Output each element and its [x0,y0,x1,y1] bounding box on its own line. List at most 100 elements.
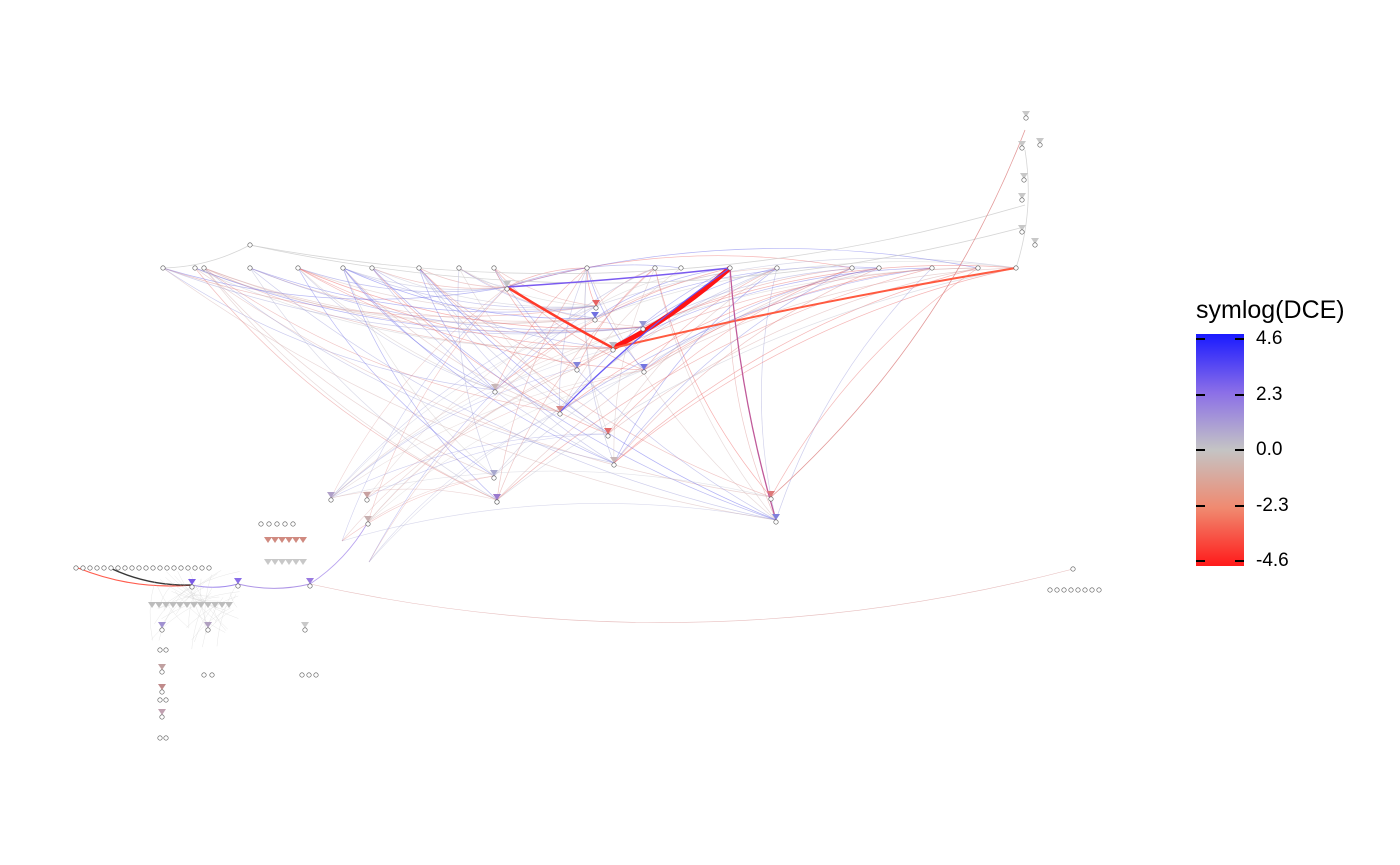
edge [342,267,508,290]
edge [367,286,508,523]
edge [458,267,644,328]
edge [506,248,979,288]
edge [594,267,778,319]
edge [654,267,772,498]
edge [371,267,615,464]
edge [297,267,496,391]
edge [203,267,615,464]
edge [643,267,933,371]
node-marker [767,491,775,497]
node [157,697,163,703]
node [171,565,177,571]
edge [342,267,498,501]
edge [191,586,213,650]
edge [175,573,218,615]
node [494,499,500,505]
node-marker [162,602,170,608]
edge [297,267,561,413]
node [1019,229,1025,235]
node-marker [639,321,647,327]
node [164,565,170,571]
node [605,433,611,439]
edge [330,305,597,499]
legend-colorbar [1196,334,1244,566]
edge [190,591,210,597]
node [876,265,882,271]
edge [418,267,777,521]
edge [607,267,778,435]
edge [371,267,614,349]
node [163,647,169,653]
edge [643,267,778,371]
edge [341,475,495,542]
node-marker [306,578,314,584]
edge [162,267,777,521]
edge [342,267,597,309]
node [365,521,371,527]
edge [728,267,777,521]
edge [1015,149,1029,269]
node-marker [158,684,166,690]
node-marker [183,602,191,608]
node [87,565,93,571]
node [1047,587,1053,593]
edge [341,286,508,542]
edge [418,267,772,498]
node [1013,265,1019,271]
edge [229,593,238,608]
edge [496,267,1017,501]
node-marker [591,312,599,318]
edge [458,267,596,319]
edge [186,595,239,628]
edge [559,267,933,413]
edge [194,267,498,501]
node-marker [573,362,581,368]
node [136,565,142,571]
node [247,242,253,248]
edge [297,267,495,477]
node [122,565,128,571]
node [1096,587,1102,593]
node [641,369,647,375]
edge [368,369,645,563]
node [209,672,215,678]
edge [330,470,772,499]
node [557,411,563,417]
edge [559,267,880,413]
legend-tick-label: 0.0 [1256,439,1283,460]
edge [770,267,979,498]
node [1019,145,1025,151]
node-marker [1018,193,1026,199]
node-marker [1020,173,1028,179]
edge [297,267,614,349]
node-marker [234,578,242,584]
edge [216,582,239,647]
edge [161,591,240,619]
edge [496,267,588,501]
node-marker [190,602,198,608]
edge [366,433,609,499]
node [129,565,135,571]
node-marker [301,622,309,628]
edge [769,129,1026,499]
edge [576,267,979,369]
edge [594,266,880,319]
edge [330,317,596,499]
node [235,583,241,589]
node [1075,587,1081,593]
edge [237,583,311,589]
edge [368,411,561,563]
legend-title: symlog(DCE) [1196,296,1345,324]
node [80,565,86,571]
node [199,565,205,571]
strong-edge [611,266,732,351]
edge [654,267,777,521]
edge [559,267,588,413]
edge [643,267,1017,371]
node [266,521,272,527]
node [1068,587,1074,593]
edge [330,369,645,499]
edge [162,267,597,317]
node-marker [169,602,177,608]
edge [458,267,508,288]
